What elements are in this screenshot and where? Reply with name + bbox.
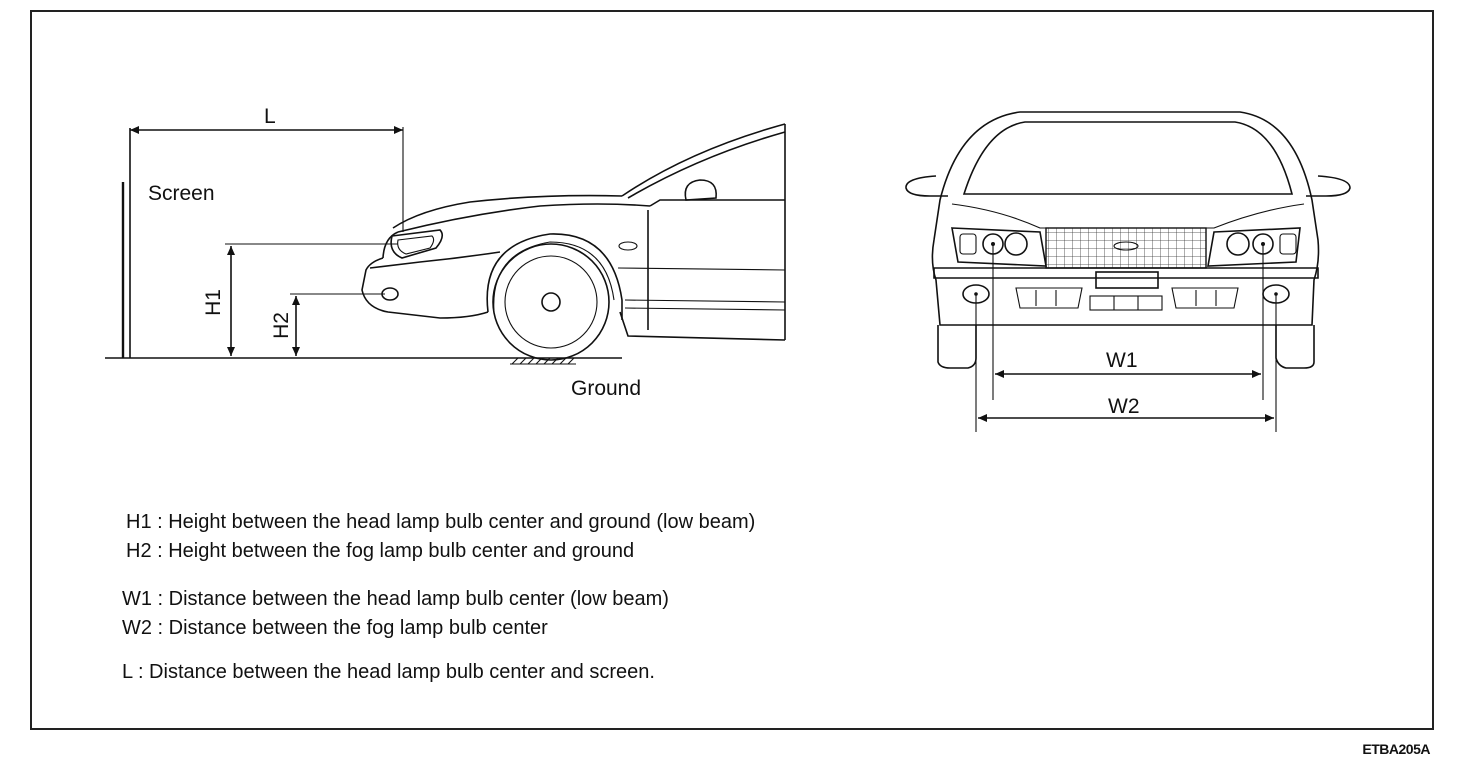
front-left-tire [937,325,977,369]
front-body-outline [931,111,1320,326]
ground-hatch [510,357,576,365]
figure-code: ETBA205A [1362,741,1430,757]
screen [121,128,131,358]
side-fog-lamp [381,287,399,301]
legend-l: L : Distance between the head lamp bulb … [122,661,655,683]
car-side-silhouette [361,123,786,341]
front-bumper [933,267,1319,279]
left-mirror [905,175,948,197]
license-plate [1095,271,1159,289]
lower-air-intakes [1015,287,1239,311]
side-view [105,123,786,365]
legend-w1: W1 : Distance between the head lamp bulb… [122,588,669,610]
front-hood-line [951,203,1305,229]
side-wheel [492,243,610,361]
diagram-frame [30,10,1434,730]
legend-w2: W2 : Distance between the fog lamp bulb … [122,617,548,639]
right-head-lamp [1207,227,1301,267]
left-head-lamp [951,227,1047,267]
side-head-lamp [390,229,444,259]
label-screen: Screen [148,182,215,205]
front-windshield [962,121,1294,195]
label-h1: H1 [201,289,225,316]
front-grille [1045,227,1207,269]
legend-h2: H2 : Height between the fog lamp bulb ce… [126,540,635,562]
label-ground: Ground [571,377,642,400]
right-mirror [1306,175,1351,197]
front-right-tire [1275,325,1315,369]
legend-h1: H1 : Height between the head lamp bulb c… [126,511,756,533]
label-h2: H2 [269,312,293,339]
front-view [905,111,1351,432]
label-l: L [264,105,276,128]
front-emblem [1113,241,1139,251]
label-w1: W1 [1106,349,1138,372]
label-w2: W2 [1108,395,1140,418]
